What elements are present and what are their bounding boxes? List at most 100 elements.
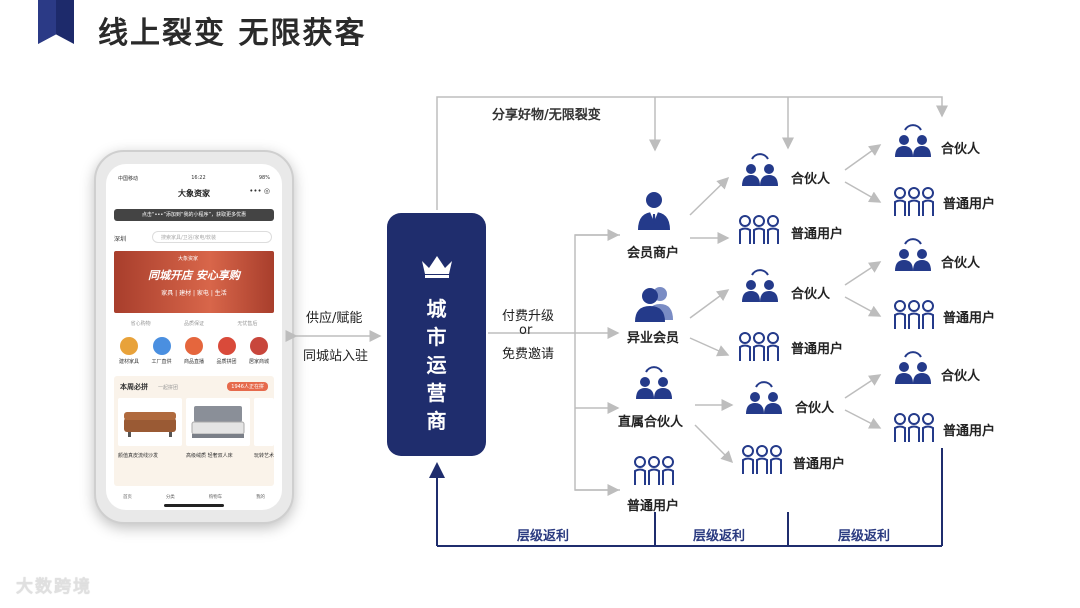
upgrade-label: 付费升级 [502, 309, 555, 324]
add-tip-bar[interactable]: 点击“•••”添加到“我的小程序”，获取更多优惠 [114, 209, 274, 221]
city-operator-char: 市 [426, 325, 447, 349]
city-operator-char: 运 [426, 353, 447, 377]
user-label: 普通用户 [793, 457, 846, 472]
category-item[interactable]: 工厂直供 [147, 337, 177, 365]
category-item[interactable]: 品质拼团 [212, 337, 242, 365]
tab-category[interactable]: 分类 [165, 495, 175, 500]
banner-title: 同城开店 安心享购 [148, 269, 240, 282]
search-input[interactable]: 搜索家具/卫浴/家电/软装 [152, 231, 272, 243]
level-arrow [689, 289, 730, 319]
weekly-group-buy: 本周必拼 一起拼团 1946人正在拼 颜值真皮流线沙发 高级绒质 轻奢双人床 玩… [114, 376, 274, 486]
product-label: 颜值真皮流线沙发 [118, 453, 159, 459]
user-icon [894, 187, 934, 216]
partner-icon [742, 153, 778, 186]
banner-subtitle: 家具 | 建材 | 家电 | 生活 [161, 290, 227, 297]
settle-label: 同城站入驻 [303, 349, 369, 364]
status-battery: 98% [258, 175, 270, 181]
level-arrow [844, 181, 882, 203]
partner-icon [895, 124, 931, 157]
user-icon [894, 300, 934, 329]
level-arrow [844, 261, 882, 286]
level-arrow [844, 409, 882, 429]
category-icon [152, 337, 171, 355]
industry-member-icon [635, 287, 673, 322]
watermark: 大数跨境 [16, 577, 92, 597]
tab-bar: 首页 分类 购物车 我的 [106, 494, 282, 500]
level-arrow [844, 296, 882, 317]
crown-icon [422, 256, 452, 278]
category-icon [120, 337, 138, 355]
branch-bracket [574, 234, 620, 491]
partner-icon [746, 381, 782, 414]
partner-label: 合伙人 [791, 287, 831, 302]
tab-cart[interactable]: 购物车 [208, 495, 223, 500]
phone-mockup: 中国移动 16:22 98% 大象资家 ••• ◎ 点击“•••”添加到“我的小… [94, 150, 294, 524]
partner-label: 合伙人 [795, 401, 835, 416]
product-card[interactable] [118, 398, 182, 446]
partner-icon [895, 238, 931, 271]
category-label: 品质拼团 [216, 359, 237, 365]
level-arrow [844, 374, 882, 399]
user-icon [894, 413, 934, 442]
city-operator-char: 城 [426, 297, 447, 321]
badge: 品质保证 [183, 321, 204, 327]
category-icon [185, 337, 203, 355]
city-operator-char: 商 [426, 409, 447, 433]
rebate-label: 层级返利 [838, 529, 891, 544]
weekly-title: 本周必拼 [120, 383, 148, 391]
status-bar: 中国移动 16:22 98% [106, 175, 282, 182]
phone-screen: 中国移动 16:22 98% 大象资家 ••• ◎ 点击“•••”添加到“我的小… [106, 164, 282, 510]
product-label: 高级绒质 轻奢双人床 [186, 453, 233, 459]
user-label: 普通用户 [791, 342, 844, 357]
product-card[interactable] [254, 398, 274, 446]
share-line [436, 96, 948, 210]
product-card[interactable] [186, 398, 250, 446]
bed-image [191, 406, 245, 438]
category-icons: 建材家具 工厂直供 商品直播 品质拼团 居家商城 [114, 337, 274, 365]
promo-banner[interactable]: 大象资家 同城开店 安心享购 家具 | 建材 | 家电 | 生活 [114, 251, 274, 313]
node-member-merchant: 会员商户 [627, 246, 680, 261]
normal-user-icon [634, 456, 674, 485]
status-carrier: 中国移动 [118, 176, 139, 182]
capsule-menu-icon[interactable]: ••• ◎ [249, 187, 270, 195]
rebate-label: 层级返利 [693, 529, 746, 544]
status-time: 16:22 [191, 175, 206, 181]
merchant-icon [638, 192, 670, 230]
partner-label: 合伙人 [941, 369, 981, 384]
city-operator-text: 城市运营商 [387, 295, 486, 435]
product-label: 玩转艺术 [254, 453, 275, 459]
category-item[interactable]: 商品直播 [179, 337, 209, 365]
invite-label: 免费邀请 [502, 347, 555, 362]
category-label: 建材家具 [118, 359, 139, 365]
share-label: 分享好物/无限裂变 [492, 108, 601, 123]
city-operator-box: 城市运营商 [387, 213, 486, 456]
level-arrow [844, 144, 882, 171]
user-icon [739, 215, 779, 244]
level-arrow [689, 337, 730, 357]
category-item[interactable]: 建材家具 [114, 337, 144, 365]
node-direct-partner: 直属合伙人 [618, 415, 684, 430]
weekly-tag: 1946人正在拼 [227, 382, 268, 391]
partner-label: 合伙人 [941, 256, 981, 271]
level-arrow [689, 176, 730, 216]
node-normal-user: 普通用户 [627, 499, 680, 514]
app-logo: 大象资家 [178, 189, 210, 198]
partner-label: 合伙人 [941, 142, 981, 157]
partner-icon [742, 269, 778, 302]
tab-home[interactable]: 首页 [122, 495, 132, 500]
badge: 无忧售后 [237, 321, 258, 327]
category-icon [250, 337, 268, 355]
partner-label: 合伙人 [791, 172, 831, 187]
user-label: 普通用户 [943, 311, 996, 326]
tab-mine[interactable]: 我的 [256, 495, 266, 500]
user-label: 普通用户 [943, 197, 996, 212]
page-title: 线上裂变 无限获客 [98, 16, 367, 51]
category-item[interactable]: 居家商城 [244, 337, 274, 365]
user-icon [739, 332, 779, 361]
sofa-image [124, 412, 176, 437]
user-label: 普通用户 [791, 227, 844, 242]
user-label: 普通用户 [943, 424, 996, 439]
rebate-label: 层级返利 [517, 529, 570, 544]
city-selector[interactable]: 深圳 [114, 236, 127, 243]
